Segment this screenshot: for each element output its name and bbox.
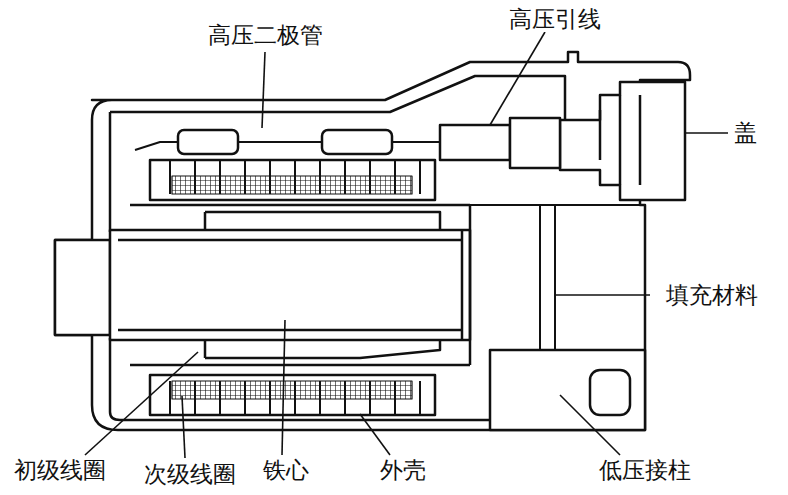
filling-material	[470, 205, 640, 350]
secondary-coil-bottom	[172, 381, 412, 399]
diode	[322, 130, 392, 154]
secondary-bobbin-bottom	[150, 375, 435, 415]
secondary-coil-top	[172, 176, 412, 194]
secondary-bobbin-top	[150, 160, 435, 200]
primary-bobbin	[130, 205, 470, 365]
part-label: 高压二极管	[206, 22, 325, 48]
core-lines	[118, 230, 462, 340]
leader-line	[182, 396, 185, 458]
hv-lead-terminal	[510, 118, 560, 168]
leader-lines	[85, 32, 728, 458]
leader-line	[85, 352, 198, 455]
leader-line	[282, 320, 285, 455]
leader-line	[360, 414, 390, 455]
cover-detail	[600, 95, 640, 185]
housing-outer	[55, 52, 690, 430]
bobbin-teeth	[170, 381, 420, 415]
leader-line	[262, 52, 265, 128]
part-label: 初级线圈	[12, 457, 108, 483]
part-label: 低压接柱	[597, 457, 693, 483]
cover	[560, 82, 685, 200]
leader-line	[686, 132, 728, 134]
part-label: 盖	[732, 120, 759, 146]
part-label: 填充材料	[664, 282, 760, 308]
part-label: 铁心	[261, 457, 311, 483]
leader-line	[555, 294, 650, 296]
hv-lead	[440, 125, 510, 160]
part-label: 次级线圈	[142, 461, 238, 487]
diode	[178, 130, 238, 154]
leader-line	[490, 32, 545, 125]
bobbin-teeth	[170, 160, 420, 194]
leader-line	[560, 395, 620, 455]
part-label: 外壳	[378, 457, 428, 483]
core-end	[55, 240, 110, 335]
primary-coil	[205, 212, 440, 358]
lv-terminal-slot	[590, 370, 630, 415]
iron-core	[110, 230, 470, 340]
part-label: 高压引线	[507, 6, 603, 32]
lv-terminal	[490, 350, 645, 430]
